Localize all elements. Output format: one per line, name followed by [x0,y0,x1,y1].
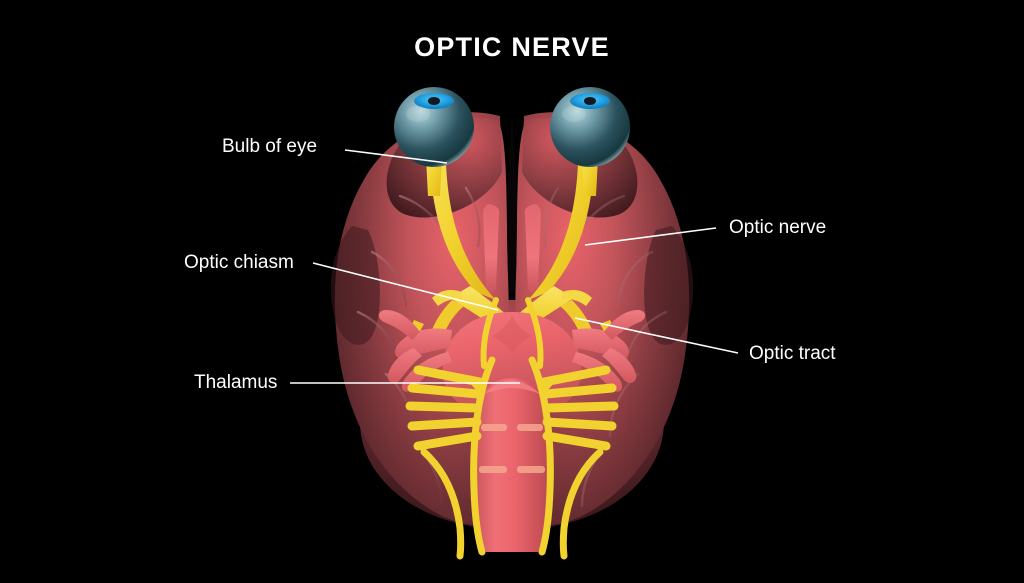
right-long-fiber-outer [559,448,604,560]
left-optic-nerve [430,163,496,300]
right-olfactory-tract [524,204,541,294]
brainstem-bands [479,424,545,473]
label-optic-chiasm: Optic chiasm [184,252,294,273]
left-vessel-branches [378,310,452,392]
right-long-fiber-inner [528,356,554,556]
pons-top-ridge [484,380,540,394]
left-long-fiber-inner [470,356,496,556]
left-chiasm-wing [432,290,462,306]
left-eye-nerve-stalk [426,158,442,196]
leader-lines [290,149,739,384]
left-eye-highlight [406,106,430,122]
leader-optic-nerve [584,227,717,246]
left-radiation-5 [413,431,482,451]
left-radiation-1 [413,365,485,387]
right-optic-nerve [528,163,594,300]
right-radiation-2 [541,383,617,399]
optic-chiasm [450,286,574,338]
left-upper-fiber [480,297,499,369]
right-radiation-3 [542,401,619,413]
right-eye [550,87,630,196]
leader-optic-chiasm [312,262,499,311]
right-eye-nerve-stalk [582,158,598,196]
optic-radiation-bundles [405,297,619,560]
label-optic-nerve: Optic nerve [729,217,827,238]
right-radiation-4 [542,417,617,431]
left-eye [394,87,474,196]
right-eye-highlight [562,106,586,122]
right-eyeball [550,87,630,167]
leader-bulb-of-eye [344,149,448,164]
optic-nerve-group [430,163,594,300]
right-temporal-bulge [644,226,694,345]
right-upper-fiber [525,297,544,369]
left-radiation-3 [405,401,482,413]
left-eyeball [394,87,474,167]
right-pupil [584,97,596,105]
left-radiation-4 [407,417,482,431]
right-radiation-5 [542,431,611,451]
label-thalamus: Thalamus [194,372,278,393]
left-long-fiber-outer [420,448,465,560]
page-title: OPTIC NERVE [414,32,610,62]
right-chiasm-wing [562,290,592,306]
leader-optic-tract [574,317,739,354]
right-vessel-branches [572,310,646,392]
longitudinal-fissure [507,112,517,294]
left-olfactory-tract [483,204,500,294]
left-radiation-2 [407,383,483,399]
thalamus-cleft [492,316,532,354]
brainstem-body [473,378,551,552]
brainstem [473,378,551,552]
right-radiation-1 [539,365,611,387]
label-bulb-of-eye: Bulb of eye [222,136,318,157]
left-temporal-bulge [330,226,380,345]
label-optic-tract: Optic tract [749,343,836,364]
left-pupil [428,97,440,105]
